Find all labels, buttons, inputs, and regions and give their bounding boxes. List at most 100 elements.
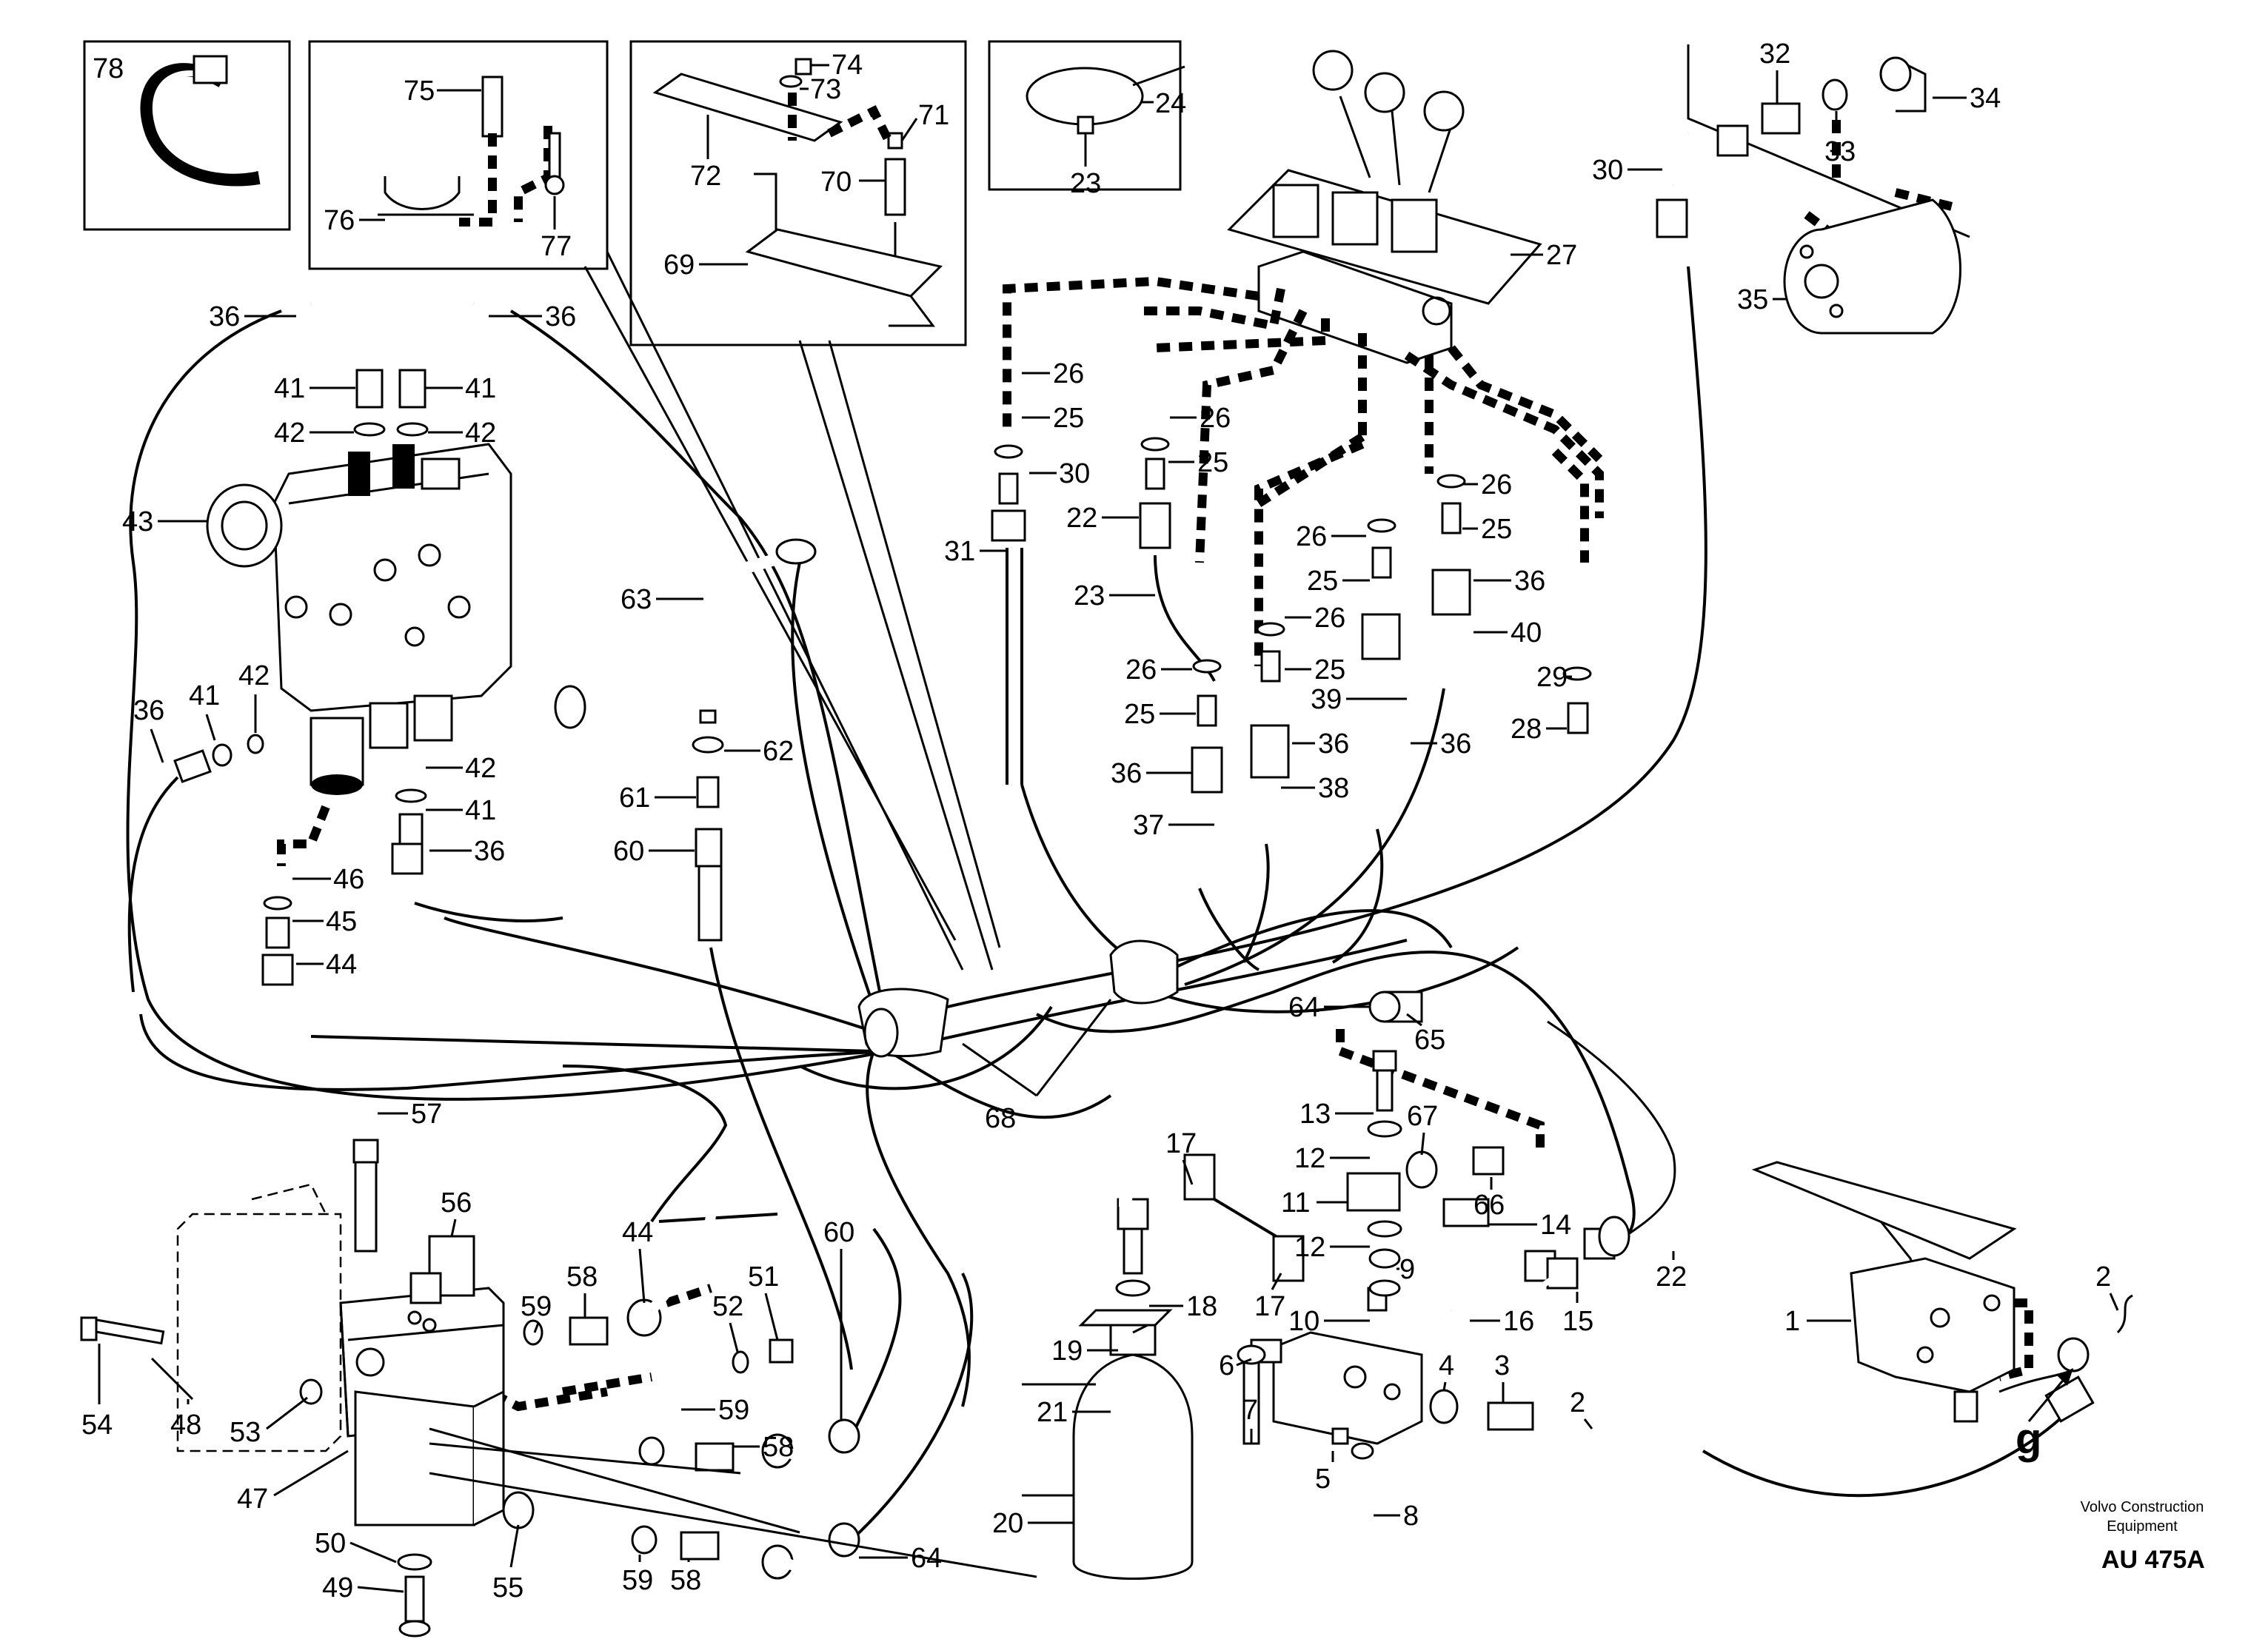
label-17a: 17 xyxy=(1165,1128,1197,1159)
label-54: 54 xyxy=(81,1410,113,1441)
label-53: 53 xyxy=(230,1417,261,1448)
label-25c: 25 xyxy=(1124,699,1155,730)
label-64: 64 xyxy=(911,1543,942,1574)
solenoid-valve-47 xyxy=(176,1139,505,1526)
label-25d: 25 xyxy=(1314,654,1345,686)
pipe-63 xyxy=(554,538,817,729)
label-58a: 58 xyxy=(566,1261,598,1293)
label-75: 75 xyxy=(404,76,435,107)
label-20: 20 xyxy=(992,1508,1023,1539)
label-78: 78 xyxy=(93,53,124,84)
label-47: 47 xyxy=(237,1484,268,1515)
label-36h: 36 xyxy=(1514,566,1545,597)
label-58b: 58 xyxy=(763,1432,794,1463)
label-73: 73 xyxy=(810,74,841,105)
label-60: 60 xyxy=(613,836,644,867)
label-26e: 26 xyxy=(1296,521,1327,552)
label-33: 33 xyxy=(1824,136,1856,167)
label-28: 28 xyxy=(1511,714,1542,745)
accumulator-20 xyxy=(1072,1148,1305,1580)
junction-block-5 xyxy=(1237,1287,1423,1460)
label-36b: 36 xyxy=(545,301,576,332)
label-58c: 58 xyxy=(670,1565,701,1596)
clamps-68 xyxy=(857,939,1179,1058)
leader-lines xyxy=(150,1324,1148,1497)
label-27: 27 xyxy=(1546,240,1577,271)
label-13: 13 xyxy=(1299,1099,1331,1130)
label-36d: 36 xyxy=(474,836,505,867)
label-76: 76 xyxy=(324,205,355,236)
label-61: 61 xyxy=(619,782,650,814)
label-23a: 23 xyxy=(1074,580,1105,611)
label-35: 35 xyxy=(1737,284,1768,315)
solenoid-fittings xyxy=(80,1213,1037,1638)
label-8: 8 xyxy=(1403,1501,1419,1532)
label-72: 72 xyxy=(690,161,721,192)
label-41c: 41 xyxy=(189,680,220,711)
label-59b: 59 xyxy=(718,1395,749,1426)
label-71: 71 xyxy=(918,100,949,131)
label-22b: 22 xyxy=(1656,1261,1687,1293)
control-valve-43 xyxy=(206,443,512,795)
label-25f: 25 xyxy=(1481,514,1512,545)
label-45: 45 xyxy=(326,906,357,937)
label-77: 77 xyxy=(541,231,572,262)
spacer-70 xyxy=(884,158,906,216)
label-46: 46 xyxy=(333,864,364,895)
label-42c: 42 xyxy=(238,660,270,691)
label-3: 3 xyxy=(1494,1350,1510,1381)
label-50: 50 xyxy=(315,1528,346,1559)
label-26c: 26 xyxy=(1125,654,1157,686)
label-69: 69 xyxy=(663,249,695,281)
label-7: 7 xyxy=(1242,1395,1258,1426)
label-26a: 26 xyxy=(1053,358,1084,389)
label-52: 52 xyxy=(712,1291,743,1322)
label-41a: 41 xyxy=(274,373,305,404)
label-2a: 2 xyxy=(1570,1387,1585,1418)
label-22a: 22 xyxy=(1066,503,1097,534)
label-1: 1 xyxy=(1784,1306,1800,1337)
label-63: 63 xyxy=(620,584,652,615)
label-49: 49 xyxy=(322,1572,353,1603)
inset-bracket-75-77 xyxy=(308,40,609,270)
label-14: 14 xyxy=(1540,1210,1571,1241)
brand-line-1: Volvo Construction xyxy=(2081,1499,2204,1515)
label-40: 40 xyxy=(1511,617,1542,648)
label-51: 51 xyxy=(748,1261,779,1293)
label-60b: 60 xyxy=(823,1217,854,1248)
label-17b: 17 xyxy=(1254,1291,1285,1322)
label-64b: 64 xyxy=(1288,992,1319,1023)
label-25e: 25 xyxy=(1307,566,1338,597)
label-24: 24 xyxy=(1155,88,1186,119)
label-55: 55 xyxy=(492,1572,523,1603)
bolt-77 xyxy=(548,132,561,179)
dashed-routings xyxy=(277,111,2033,1412)
label-65: 65 xyxy=(1414,1025,1445,1056)
label-57: 57 xyxy=(411,1099,442,1130)
label-12a: 12 xyxy=(1294,1143,1325,1174)
label-26b: 26 xyxy=(1200,403,1231,434)
label-70: 70 xyxy=(820,167,852,198)
label-44b: 44 xyxy=(622,1217,653,1248)
joystick-fittings xyxy=(991,437,1592,794)
hose-2 xyxy=(1539,1294,2133,1498)
plate-69 xyxy=(745,228,943,298)
label-42d: 42 xyxy=(465,753,496,784)
label-21: 21 xyxy=(1037,1397,1068,1428)
figure-code: AU 475A xyxy=(2101,1546,2205,1574)
label-42b: 42 xyxy=(465,418,496,449)
label-32: 32 xyxy=(1759,38,1790,70)
label-37: 37 xyxy=(1133,810,1164,841)
label-25b: 25 xyxy=(1197,447,1228,478)
label-68: 68 xyxy=(985,1103,1016,1134)
label-29: 29 xyxy=(1536,662,1568,693)
pedal-valve-1 xyxy=(1751,1161,2017,1423)
label-56: 56 xyxy=(441,1187,472,1219)
inset-plate-69-74 xyxy=(629,40,967,346)
label-9: 9 xyxy=(1399,1254,1415,1285)
label-38: 38 xyxy=(1318,773,1349,804)
label-25a: 25 xyxy=(1053,403,1084,434)
label-39: 39 xyxy=(1311,684,1342,715)
label-41d: 41 xyxy=(465,795,496,826)
